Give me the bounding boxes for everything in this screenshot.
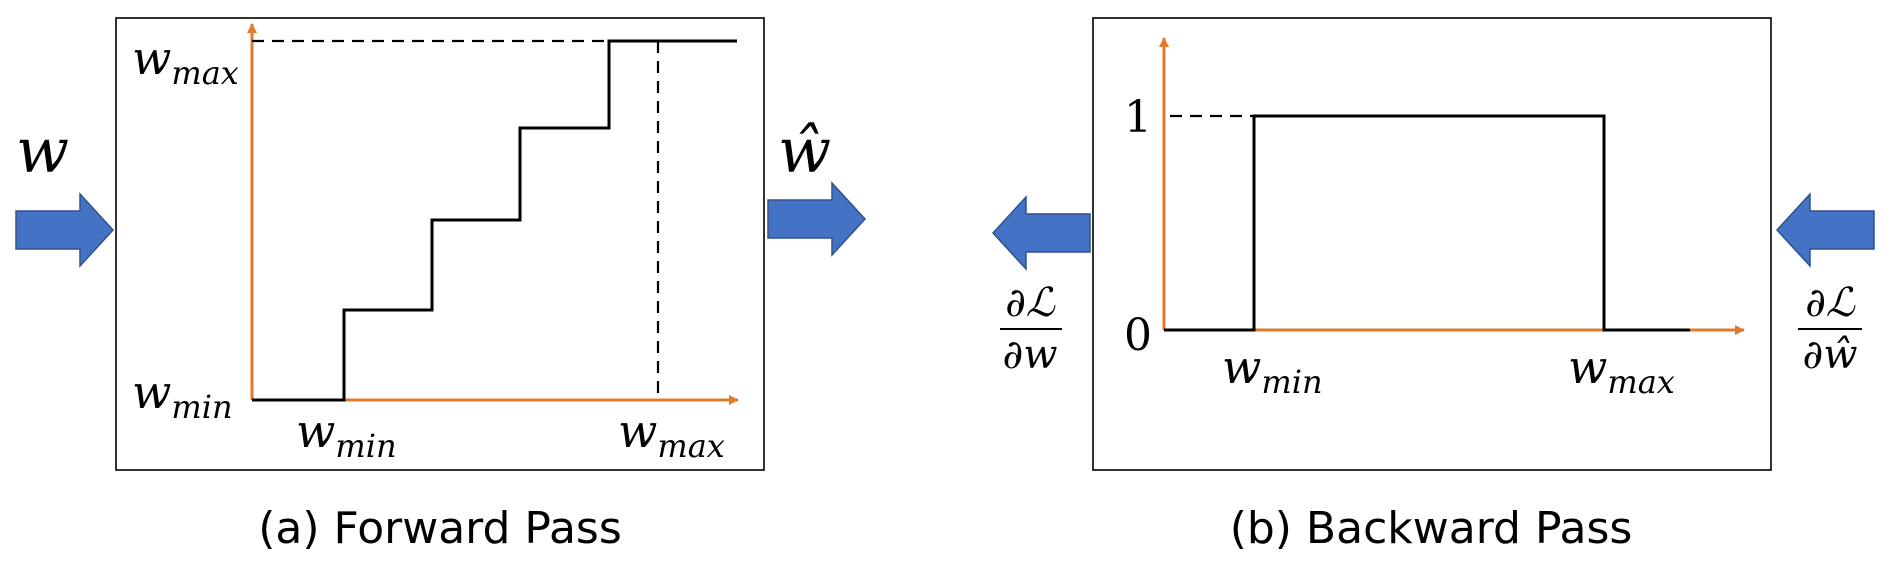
forward-x-right-label: wmax <box>618 404 725 465</box>
backward-gradient-curve <box>1164 114 1690 332</box>
forward-output-symbol: ŵ <box>778 114 831 187</box>
backward-y-one-label: 1 <box>1124 92 1152 143</box>
forward-y-bottom-label: wmin <box>132 365 233 426</box>
grad-out-numerator: ∂ℒ <box>1005 280 1056 326</box>
forward-input-symbol: w <box>16 114 69 187</box>
forward-panel: wmax wmin wmin wmax w ŵ (a) Forward Pass <box>15 17 867 554</box>
forward-caption: (a) Forward Pass <box>258 503 622 554</box>
backward-frame <box>1092 17 1772 471</box>
backward-grad-in-fraction: ∂ℒ ∂ŵ <box>1798 280 1862 378</box>
backward-x-right-label: wmax <box>1568 340 1675 401</box>
backward-caption: (b) Backward Pass <box>1230 503 1633 554</box>
grad-in-numerator: ∂ℒ <box>1805 280 1856 326</box>
grad-in-denominator: ∂ŵ <box>1803 332 1858 378</box>
backward-input-arrow <box>1775 192 1875 268</box>
forward-x-left-label: wmin <box>296 404 397 465</box>
grad-out-denominator: ∂w <box>1003 332 1058 378</box>
forward-frame <box>115 17 765 471</box>
backward-panel: 1 0 wmin wmax ∂ℒ ∂w ∂ℒ ∂ŵ (b) Backward P… <box>991 17 1875 554</box>
backward-grad-out-fraction: ∂ℒ ∂w <box>1000 280 1062 378</box>
backward-output-arrow <box>991 195 1091 271</box>
forward-staircase-curve <box>252 39 737 402</box>
forward-output-arrow <box>767 181 867 257</box>
backward-y-zero-label: 0 <box>1124 310 1152 361</box>
forward-input-arrow <box>15 192 115 268</box>
backward-x-left-label: wmin <box>1222 340 1323 401</box>
forward-y-top-label: wmax <box>132 31 239 92</box>
